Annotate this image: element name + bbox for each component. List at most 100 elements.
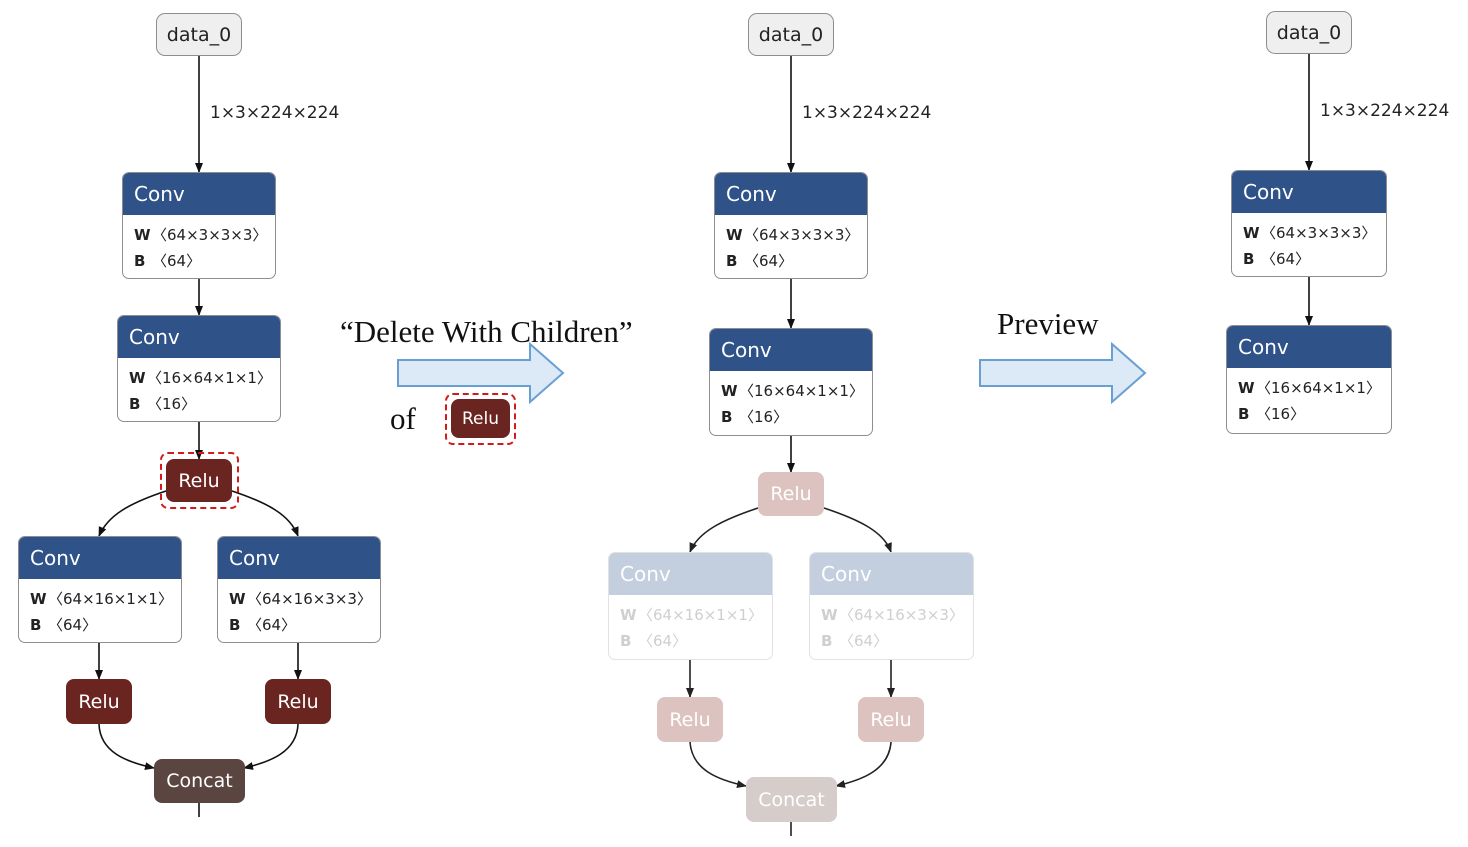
bias-key: B [129,395,141,413]
bias-key: B [229,616,241,634]
concat-node[interactable]: Concat [154,759,245,803]
weight-shape: 〈64×16×1×1〉 [48,590,173,608]
bias-key: B [821,632,833,650]
weight-shape: 〈64×3×3×3〉 [744,226,860,244]
conv-node[interactable]: Conv W〈64×3×3×3〉 B〈64〉 [122,172,276,279]
selection-outline [160,452,239,509]
input-node[interactable]: data_0 [748,13,834,56]
conv-node-title: Conv [19,537,181,579]
conv-node[interactable]: Conv W〈16×64×1×1〉 B 〈16〉 [117,315,281,422]
bias-shape: 〈64〉 [247,616,297,634]
edge-relu-left-concat [689,741,747,789]
conv-node-faded[interactable]: Conv W〈64×16×3×3〉 B 〈64〉 [809,552,974,660]
conv-node-title: Conv [710,329,872,371]
conv-node-title: Conv [609,553,772,595]
conv-node-title: Conv [1227,326,1391,368]
edge-relu-right-concat [243,723,299,770]
relu-node-faded[interactable]: Relu [657,697,723,742]
input-node[interactable]: data_0 [1266,11,1352,54]
bias-shape: 〈64〉 [744,252,794,270]
conv-node-title: Conv [123,173,275,215]
input-node-label: data_0 [166,23,232,46]
bias-key: B [726,252,738,270]
tensor-shape-label: 1×3×224×224 [802,103,932,123]
bias-shape: 〈64〉 [152,252,202,270]
relu-node-label: Relu [78,690,120,713]
of-label: of [390,401,416,436]
conv-node[interactable]: Conv W〈64×3×3×3〉 B 〈64〉 [714,172,868,279]
relu-node-label: Relu [870,708,912,731]
conv-node[interactable]: Conv W〈64×16×1×1〉 B 〈64〉 [18,536,182,643]
relu-node[interactable]: Relu [265,679,331,724]
edge-relu-conv-right [231,490,299,537]
selection-outline [445,393,516,445]
conv-node[interactable]: Conv W〈16×64×1×1〉 B 〈16〉 [1226,325,1392,434]
edge-relu-left-concat [98,723,155,771]
weight-shape: 〈16×64×1×1〉 [739,382,864,400]
relu-node-example: Relu [451,399,510,438]
relu-node-label: Relu [770,483,812,505]
weight-key: W [721,382,738,400]
concat-node-label: Concat [166,770,233,792]
weight-shape: 〈16×64×1×1〉 [147,369,272,387]
weight-key: W [129,369,146,387]
weight-key: W [229,590,246,608]
bias-key: B [620,632,632,650]
weight-shape: 〈64×3×3×3〉 [152,226,268,244]
conv-node[interactable]: Conv W〈16×64×1×1〉 B 〈16〉 [709,328,873,436]
bias-shape: 〈64〉 [839,632,889,650]
weight-shape: 〈64×3×3×3〉 [1261,224,1377,242]
input-node[interactable]: data_0 [156,13,242,56]
bias-shape: 〈64〉 [1261,250,1311,268]
bias-shape: 〈64〉 [638,632,688,650]
relu-node-label: Relu [277,690,319,713]
weight-key: W [821,606,838,624]
weight-key: W [30,590,47,608]
conv-node-title: Conv [118,316,280,358]
conv-node-title: Conv [1232,171,1386,213]
relu-node-label: Relu [669,708,711,731]
weight-key: W [1243,224,1260,242]
input-node-label: data_0 [758,23,824,46]
conv-node[interactable]: Conv W〈64×16×3×3〉 B 〈64〉 [217,536,381,643]
weight-key: W [726,226,743,244]
weight-shape: 〈64×16×1×1〉 [638,606,763,624]
bias-shape: 〈16〉 [1256,405,1306,423]
weight-shape: 〈64×16×3×3〉 [247,590,372,608]
weight-key: W [1238,379,1255,397]
relu-node-selected[interactable]: Relu [166,459,232,502]
concat-node-faded[interactable]: Concat [746,777,837,822]
bias-shape: 〈64〉 [48,616,98,634]
edge-relu-right-concat [835,741,892,788]
concat-node-label: Concat [758,788,825,811]
bias-key: B [721,408,733,426]
relu-node-label: Relu [178,469,220,492]
preview-caption: Preview [997,306,1099,341]
input-node-label: data_0 [1276,21,1342,44]
bias-key: B [134,252,146,270]
bias-key: B [1243,250,1255,268]
weight-shape: 〈64×16×3×3〉 [839,606,964,624]
weight-shape: 〈16×64×1×1〉 [1256,379,1381,397]
tensor-shape-label: 1×3×224×224 [1320,101,1450,121]
transition-arrow-icon [979,342,1147,404]
relu-node-faded[interactable]: Relu [758,472,824,516]
delete-action-caption: “Delete With Children” [340,314,633,349]
bias-shape: 〈16〉 [147,395,197,413]
relu-node-label: Relu [461,408,499,429]
conv-node-faded[interactable]: Conv W〈64×16×1×1〉 B 〈64〉 [608,552,773,660]
relu-node[interactable]: Relu [66,679,132,724]
bias-shape: 〈16〉 [739,408,789,426]
conv-node-title: Conv [810,553,973,595]
conv-node-title: Conv [715,173,867,215]
weight-key: W [620,606,637,624]
bias-key: B [30,616,42,634]
edge-relu-conv-left [689,507,759,553]
conv-node-title: Conv [218,537,380,579]
tensor-shape-label: 1×3×224×224 [210,103,340,123]
edge-relu-conv-left [98,490,167,537]
bias-key: B [1238,405,1250,423]
relu-node-faded[interactable]: Relu [858,697,924,742]
conv-node[interactable]: Conv W〈64×3×3×3〉 B 〈64〉 [1231,170,1387,277]
